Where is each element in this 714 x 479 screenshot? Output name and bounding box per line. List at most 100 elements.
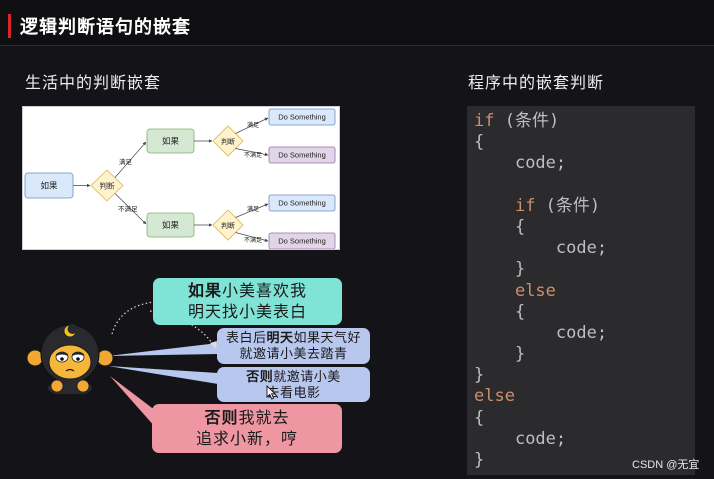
flow-action-label: Do Something [278,113,326,122]
flow-edge-yes [235,117,269,134]
code-indent [474,153,515,173]
flow-no-label: 不满足 [118,204,138,213]
flow-action-box [268,194,336,212]
bubble-line: 追求小新，哼 [195,431,298,448]
flow-action-label: Do Something [278,199,326,208]
bubble-line: 否则我就去 [152,408,342,429]
code-line: { [474,132,695,153]
code-text: { [514,301,526,322]
dotted-arrowhead [210,341,217,349]
bubble-nested-else: 否则就邀请小美 去看电影 [217,367,370,402]
bubble-tail [110,376,156,428]
mouse-cursor-icon [266,385,276,400]
dotted-connector [111,301,155,335]
code-text: code; [555,238,608,259]
code-keyword: if [514,195,536,216]
code-line: code; [474,153,695,174]
watermark: CSDN @无宜 [632,459,700,471]
flow-sub-yes-label: 满足 [247,121,259,129]
code-text: code; [514,428,567,449]
flowchart-image: 如果 判断 满足 不满足 如果 判断 满足 不满足 Do Something D… [22,106,340,250]
bubble-nested-if: 表白后明天如果天气好 就邀请小美去踏青 [217,328,370,364]
code-text: (条件) [535,195,601,216]
flow-sub-cond-label: 如果 [162,220,180,230]
bubble-line: 表白后明天如果天气好 [217,330,370,346]
code-line: if (条件) [474,111,695,132]
flow-sub-decision-label: 判断 [221,221,235,230]
code-indent [474,259,515,279]
code-indent [474,238,556,258]
code-line: } [474,259,695,280]
flow-action-box [268,146,336,164]
code-line: if (条件) [474,196,695,217]
code-text: { [514,216,526,237]
life-heading: 生活中的判断嵌套 [25,75,162,92]
code-text: } [514,344,526,365]
code-text: { [474,407,485,428]
code-indent [474,323,556,343]
flow-decision-label: 判断 [100,181,115,191]
title-bar: 逻辑判断语句的嵌套 [0,0,714,46]
code-heading: 程序中的嵌套判断 [468,75,605,92]
flow-decision-diamond [90,169,124,202]
flow-sub-yes-label: 满足 [247,205,259,213]
bubble-line: 就邀请小美去踏青 [239,346,348,361]
code-line: code; [474,323,695,344]
bubble-line: 否则就邀请小美 [217,369,370,385]
flow-root-label: 如果 [40,181,58,191]
bubble-else: 否则我就去 追求小新，哼 [152,404,342,453]
slide-title: 逻辑判断语句的嵌套 [20,17,191,37]
code-line: else [474,386,695,407]
flow-sub-no-label: 不满足 [244,151,262,159]
flow-edge-no [114,193,147,225]
bubble-keyword: 否则 [246,369,274,384]
code-text: } [474,450,485,470]
code-block: if (条件) { code; if (条件) { code; } else {… [467,106,695,475]
bubble-keyword: 否则 [204,410,239,427]
code-indent [474,429,515,449]
code-keyword: else [514,280,556,301]
bubble-line: 如果小美喜欢我 [153,281,342,302]
flow-edge-yes [235,203,269,218]
flow-sub-decision-label: 判断 [221,137,235,146]
bubble-text: 就邀请小美 [273,369,341,384]
code-line: { [474,217,695,238]
bubble-keyword: 明天 [266,330,294,345]
code-keyword: if [474,111,495,131]
code-indent [474,302,515,322]
bubble-tail [108,343,218,356]
code-line: } [474,344,695,365]
code-indent [474,281,515,301]
code-keyword: else [474,386,515,407]
flow-sub-no-label: 不满足 [244,236,262,244]
code-line: } [474,365,695,386]
bubble-text: 小美喜欢我 [222,283,308,300]
bubble-if: 如果小美喜欢我 明天找小美表白 [153,278,342,325]
code-line: code; [474,238,695,259]
bubble-text: 我就去 [238,410,290,427]
flowchart-svg: 如果 判断 满足 不满足 如果 判断 满足 不满足 Do Something D… [24,108,336,249]
code-line: code; [474,429,695,450]
bubble-text: 表白后 [225,330,267,345]
bubble-tail [108,366,218,384]
code-text: code; [555,322,608,343]
code-text: (条件) [494,111,560,131]
bubble-line: 去看电影 [266,385,321,400]
flow-edge-no [235,232,269,242]
flow-action-box [268,232,336,249]
flow-action-label: Do Something [278,151,326,160]
monkey-character-icon [26,324,114,394]
flow-action-box [268,108,336,126]
flow-edge-yes [114,141,147,178]
flow-action-label: Do Something [278,237,326,246]
bubble-line: 明天找小美表白 [187,304,307,321]
code-text: } [474,365,485,386]
flow-sub-cond-label: 如果 [162,136,180,146]
flow-yes-label: 满足 [119,157,133,166]
code-line [474,175,695,196]
code-line: { [474,302,695,323]
code-indent [474,196,515,216]
code-text: } [514,259,526,280]
code-text: { [474,132,485,153]
code-line: } [474,450,695,471]
